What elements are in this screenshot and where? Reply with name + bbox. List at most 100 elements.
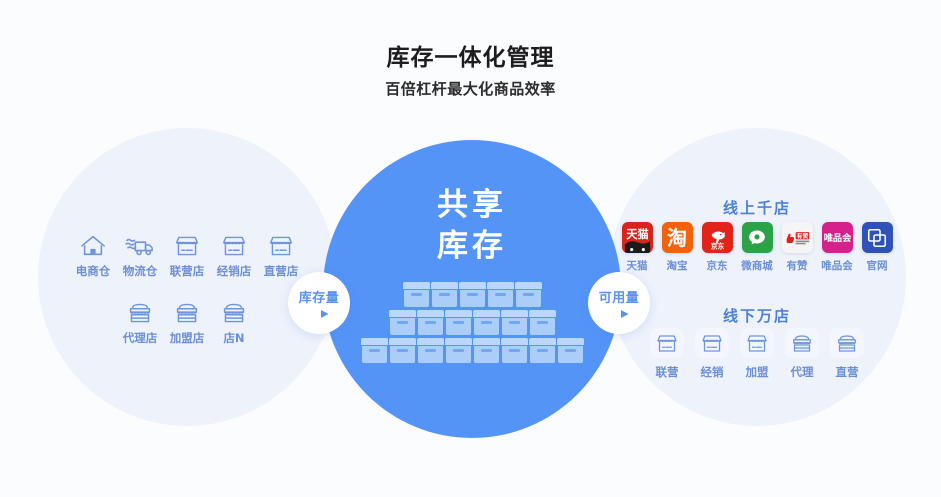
channel-item-label: 店N [223,331,245,345]
warehouse-house-icon [78,224,108,258]
left-channel-row-2: 代理店加盟店 店N [117,291,258,346]
official-site-logo-icon [861,222,893,253]
inventory-box-icon [444,310,472,335]
available-quantity-badge[interactable]: 可用量 [588,272,650,334]
svg-text:天猫: 天猫 [626,227,648,241]
inventory-box-icon [388,310,416,335]
center-label: 共享 库存 [323,185,621,267]
inventory-box-icon [472,310,500,335]
offline-store-item-代理[interactable]: 代理 [782,328,822,380]
platform-item-唯品会[interactable]: 唯品会唯品会 [819,222,855,273]
platform-item-天猫[interactable]: 天猫天猫 [619,222,655,273]
center-shared-inventory-circle [323,140,621,438]
platform-item-淘宝[interactable]: 淘淘宝 [659,222,695,273]
arrow-right-icon [308,308,330,320]
page-title: 库存一体化管理 [386,45,555,71]
channel-item-店N[interactable]: 店N [211,291,258,346]
inventory-box-icon [500,310,528,335]
channel-item-经销店[interactable]: 经销店 [211,224,258,279]
center-label-line2: 库存 [437,227,507,264]
arrow-right-icon [608,308,630,320]
platform-item-有赞[interactable]: 有赞有赞 [779,222,815,273]
stacked-store-icon [126,291,154,325]
inventory-box-icon [528,338,556,363]
left-channel-row-1: 电商仓物流仓联营店经销店直营店 [70,224,305,279]
channel-item-label: 加盟店 [169,331,205,345]
inventory-box-icon [444,338,472,363]
right-background-circle [608,128,906,426]
inventory-box-icon [416,310,444,335]
channel-item-label: 代理店 [122,331,158,345]
offline-store-item-label: 经销 [700,365,724,379]
inventory-box-icon [556,338,584,363]
channel-item-label: 物流仓 [122,264,158,278]
offline-store-item-label: 联营 [655,365,679,379]
svg-text:唯品会: 唯品会 [823,232,851,244]
left-background-circle [38,128,336,426]
center-label-line1: 共享 [437,187,507,223]
left-channel-cluster: 电商仓物流仓联营店经销店直营店 代理店加盟店 店N [38,224,336,346]
platform-item-label: 微商城 [741,260,773,272]
storefront-icon [695,328,729,358]
inventory-box-icon [458,282,486,307]
inventory-boxes-pyramid [323,282,621,363]
channel-item-label: 直营店 [263,264,299,278]
offline-store-item-直营[interactable]: 直营 [827,328,867,380]
inventory-box-icon [514,282,542,307]
offline-store-item-label: 直营 [835,365,859,379]
inventory-box-icon [472,338,500,363]
stacked-store-icon [830,328,864,358]
channel-item-加盟店[interactable]: 加盟店 [164,291,211,346]
channel-item-直营店[interactable]: 直营店 [258,224,305,279]
tmall-logo-icon: 天猫 [621,222,653,253]
inventory-box-icon [388,338,416,363]
stacked-store-icon [220,291,248,325]
inventory-box-icon [500,338,528,363]
inventory-box-icon [430,282,458,307]
stacked-store-icon [173,291,201,325]
wechat-store-logo-icon [741,222,773,253]
offline-store-item-联营[interactable]: 联营 [647,328,687,380]
delivery-truck-icon [125,224,155,258]
offline-stores-heading: 线下万店 [722,307,791,325]
platform-item-微商城[interactable]: 微商城 [739,222,775,273]
offline-store-item-加盟[interactable]: 加盟 [737,328,777,380]
storefront-icon [740,328,774,358]
storefront-icon [173,224,201,258]
inventory-box-icon [360,338,388,363]
box-row [360,338,584,363]
taobao-logo-icon: 淘 [661,222,693,253]
inventory-box-icon [528,310,556,335]
channel-item-电商仓[interactable]: 电商仓 [70,224,117,279]
offline-store-item-label: 加盟 [745,365,769,379]
channel-item-label: 电商仓 [75,264,111,278]
platform-item-官网[interactable]: 官网 [859,222,895,273]
platform-item-label: 官网 [866,260,888,272]
youzan-logo-icon: 有赞 [781,222,813,253]
platform-item-京东[interactable]: 京东京东 [699,222,735,273]
platform-item-label: 唯品会 [821,260,853,272]
stock-quantity-badge[interactable]: 库存量 [288,272,350,334]
platform-item-label: 京东 [706,260,728,272]
box-row [402,282,542,307]
inventory-box-icon [486,282,514,307]
svg-text:有赞: 有赞 [796,232,808,240]
platform-item-label: 有赞 [786,260,808,272]
online-platform-list: 天猫天猫淘淘宝京东京东微商城有赞有赞唯品会唯品会官网 [608,222,906,273]
channel-item-物流仓[interactable]: 物流仓 [117,224,164,279]
storefront-icon [267,224,295,258]
storefront-icon [220,224,248,258]
vip-logo-icon: 唯品会 [821,222,853,253]
offline-store-item-label: 代理 [790,365,814,379]
inventory-box-icon [416,338,444,363]
channel-item-代理店[interactable]: 代理店 [117,291,164,346]
available-quantity-label: 可用量 [598,290,640,306]
offline-store-item-经销[interactable]: 经销 [692,328,732,380]
platform-item-label: 天猫 [626,260,648,272]
jd-logo-icon: 京东 [701,222,733,253]
channel-item-label: 经销店 [216,264,252,278]
offline-store-list: 联营 经销 加盟 代理 直营 [608,328,906,380]
channel-item-联营店[interactable]: 联营店 [164,224,211,279]
page-subtitle: 百倍杠杆最大化商品效率 [385,80,556,98]
